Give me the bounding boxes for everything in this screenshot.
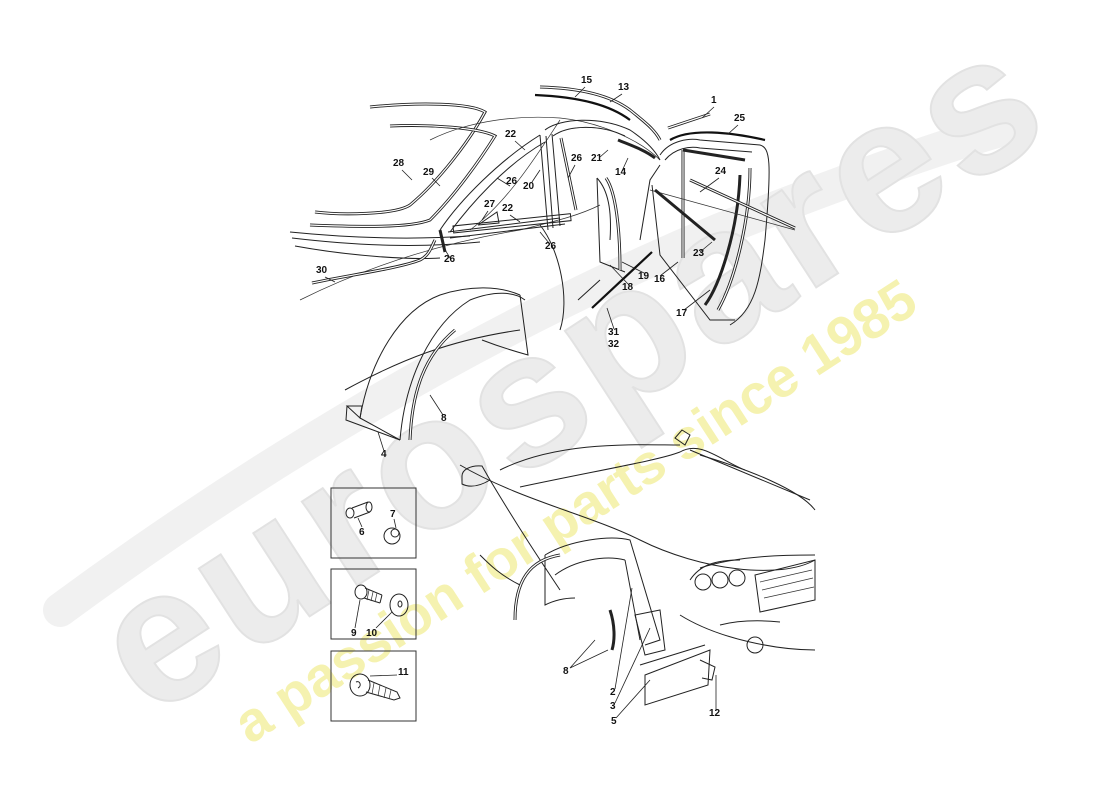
hardware-box-rivet-nut: [330, 487, 417, 559]
callout-21: 21: [591, 153, 603, 164]
callout-8: 8: [441, 413, 447, 424]
callout-labels: 1 13 15 25 22 26 21 14 24 28 29 26 20 27…: [316, 75, 746, 727]
hardware-box-screw: [330, 650, 417, 722]
callout-16: 16: [654, 274, 666, 285]
bolt-icon: [354, 584, 383, 604]
callout-20: 20: [523, 181, 535, 192]
callout-27: 27: [484, 199, 496, 210]
callout-23: 23: [693, 248, 705, 259]
callout-28: 28: [393, 158, 405, 169]
hardware-box-bolt-washer: [330, 568, 417, 640]
washer-icon: [389, 593, 409, 617]
callout-13: 13: [618, 82, 630, 93]
screw-icon: [349, 673, 401, 701]
callout-29: 29: [423, 167, 435, 178]
front-door-illustration: [577, 138, 796, 326]
callout-9: 9: [351, 628, 357, 639]
callout-17: 17: [676, 308, 688, 319]
callout-26: 26: [506, 176, 518, 187]
roof-seals: [534, 85, 766, 160]
front-body-illustration: [459, 429, 816, 654]
front-wheel-arch-liner: [513, 537, 716, 706]
callout-24: 24: [715, 166, 727, 177]
callout-18: 18: [622, 282, 634, 293]
rivet-icon: [345, 501, 373, 519]
callout-31: 31: [608, 327, 620, 338]
callout-26: 26: [571, 153, 583, 164]
callout-25: 25: [734, 113, 746, 124]
callout-6: 6: [359, 527, 365, 538]
leader-lines: [324, 86, 739, 719]
callout-12: 12: [709, 708, 721, 719]
watermark-brand: eurospares: [57, 0, 1082, 754]
callout-10: 10: [366, 628, 378, 639]
callout-2: 2: [610, 687, 616, 698]
callout-1: 1: [711, 95, 717, 106]
watermark: eurospares a passion for parts since 198…: [43, 0, 1083, 755]
rear-wheel-arch-liner: [345, 287, 529, 441]
callout-15: 15: [581, 75, 593, 86]
callout-7: 7: [390, 509, 396, 520]
callout-8: 8: [563, 666, 569, 677]
callout-26: 26: [545, 241, 557, 252]
callout-32: 32: [608, 339, 620, 350]
callout-22: 22: [502, 203, 514, 214]
callout-26: 26: [444, 254, 456, 265]
callout-3: 3: [610, 701, 616, 712]
callout-5: 5: [611, 716, 617, 727]
callout-14: 14: [615, 167, 627, 178]
rear-body-illustration: [289, 102, 661, 391]
callout-30: 30: [316, 265, 328, 276]
nut-icon: [383, 527, 401, 545]
callout-19: 19: [638, 271, 650, 282]
callout-22: 22: [505, 129, 517, 140]
callout-4: 4: [381, 449, 387, 460]
callout-11: 11: [398, 667, 409, 678]
